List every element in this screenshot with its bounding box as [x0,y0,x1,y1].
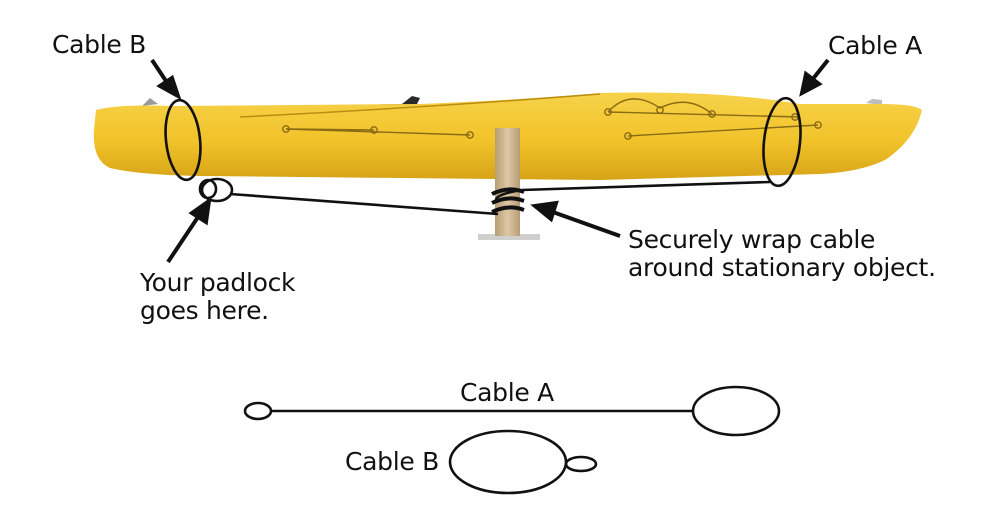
arrow-wrap [549,209,621,238]
label-padlock-instruction: Your padlock goes here. [140,268,296,325]
kayak-stern-handle [142,98,158,106]
cable-b-illustration [448,429,598,495]
stationary-post [478,128,540,240]
cable-on-kayak [164,96,802,216]
cable-a-run [494,180,771,201]
arrow-wrap-head [530,200,559,223]
label-cable-a-bottom: Cable A [460,378,554,407]
kayak-deck-rigging-front [604,98,822,140]
cable-a-small-loop [243,401,273,421]
arrow-cable-b [150,58,170,86]
label-cable-a-top: Cable A [828,31,922,60]
cable-wrap-return [229,192,499,216]
post-base [478,234,540,240]
cable-a-large-loop [691,385,781,437]
arrow-cable-a-head [799,70,823,97]
cable-a-loop-on-kayak [762,96,802,188]
arrow-cable-b-head [156,74,182,101]
padlock-loop-outer [200,177,234,203]
padlock-loop-inner [198,178,218,200]
arrow-cable-a [810,58,830,82]
kayak-bow-handle [866,99,882,105]
cable-b-loop-on-kayak [164,98,202,182]
kayak-deck-line [239,93,601,118]
label-padlock-line1: Your padlock [140,268,296,297]
annotation-arrows [150,58,830,264]
post-pole [495,128,520,236]
label-wrap-line2: around stationary object. [628,253,936,282]
arrow-padlock [166,212,202,264]
label-wrap-instruction: Securely wrap cable around stationary ob… [628,226,936,282]
kayak-deck-rigging-rear [282,125,474,139]
cable-wraps-on-post [491,187,525,214]
label-cable-b-bottom: Cable B [345,447,439,476]
label-wrap-line1: Securely wrap cable [628,225,876,254]
label-padlock-line2: goes here. [140,296,269,325]
kayak-seat [402,96,420,106]
cable-b-large-loop [448,429,568,495]
cable-b-small-loop [564,455,598,473]
cable-a-illustration [243,385,781,437]
label-cable-b-top: Cable B [52,30,146,59]
arrow-padlock-head [188,196,212,226]
